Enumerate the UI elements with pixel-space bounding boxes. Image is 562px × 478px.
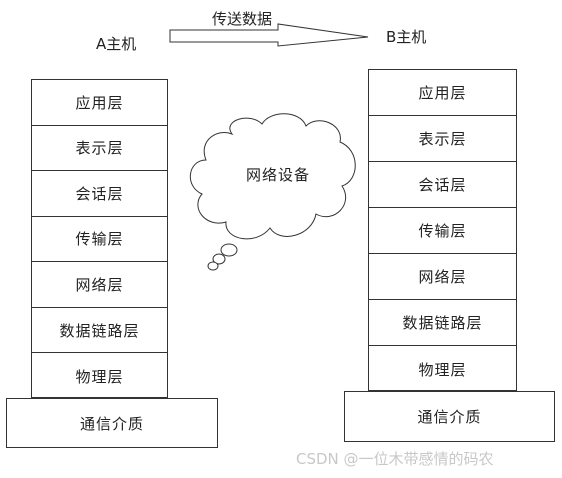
host-b-layer-network: 网络层 xyxy=(369,254,516,300)
host-a-layer-datalink: 数据链路层 xyxy=(32,308,167,354)
host-a-layer-transport: 传输层 xyxy=(32,217,167,263)
network-device-label: 网络设备 xyxy=(246,166,311,184)
host-a-medium: 通信介质 xyxy=(6,398,218,448)
host-b-layer-datalink: 数据链路层 xyxy=(369,300,516,346)
host-b-layer-session: 会话层 xyxy=(369,162,516,208)
host-a-layer-physical: 物理层 xyxy=(75,367,124,386)
transfer-label: 传送数据 xyxy=(212,10,273,28)
host-b-title: B主机 xyxy=(386,28,427,46)
watermark: CSDN @一位木带感情的码农 xyxy=(296,450,494,468)
host-a-stack: 应用层 表示层 会话层 传输层 网络层 数据链路层 物理层 xyxy=(31,79,168,398)
host-a-title: A主机 xyxy=(96,35,137,53)
host-b-layer-physical: 物理层 xyxy=(418,360,467,379)
host-b-stack: 应用层 表示层 会话层 传输层 网络层 数据链路层 物理层 xyxy=(368,69,517,391)
host-b-layer-transport: 传输层 xyxy=(369,208,516,254)
host-a-layer-session: 会话层 xyxy=(32,171,167,217)
host-a-layer-application: 应用层 xyxy=(32,80,167,126)
host-b-layer-presentation: 表示层 xyxy=(369,116,516,162)
host-b-medium: 通信介质 xyxy=(344,391,555,442)
host-a-layer-network: 网络层 xyxy=(32,262,167,308)
host-a-layer-presentation: 表示层 xyxy=(32,126,167,172)
transfer-arrow xyxy=(169,23,369,47)
host-b-layer-application: 应用层 xyxy=(369,70,516,116)
